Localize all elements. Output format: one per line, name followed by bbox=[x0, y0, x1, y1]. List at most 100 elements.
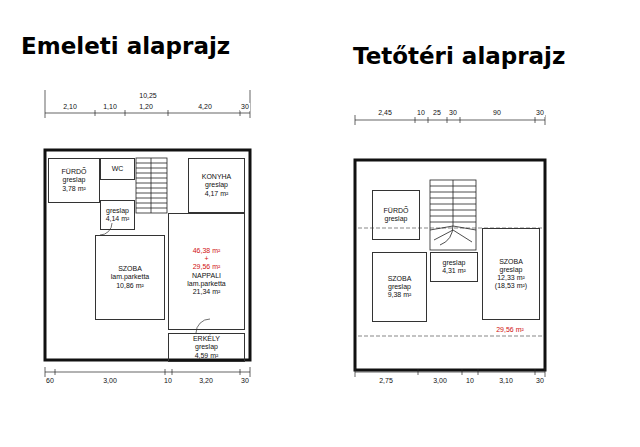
room-text-group: SZOBAlam.parketta10,86 m² bbox=[111, 265, 150, 289]
dimension-label: 2,10 bbox=[62, 103, 78, 111]
room-text-group: SZOBAgreslap12,33 m²(18,53 m²) bbox=[495, 258, 527, 290]
room-box: greslap4,31 m² bbox=[430, 252, 478, 282]
room-box: ERKÉLYgreslap4,59 m² bbox=[168, 333, 245, 362]
room-text-group: FÜRDŐgreslap bbox=[384, 207, 409, 223]
room-text-group: greslap4,14 m² bbox=[106, 207, 130, 223]
plan-heading: Emeleti alaprajz bbox=[20, 34, 231, 59]
dimension-label: 1,10 bbox=[102, 103, 118, 111]
dimension-label: 3,00 bbox=[432, 377, 448, 385]
dimension-label: 30 bbox=[535, 377, 545, 385]
dimension-tick bbox=[355, 115, 356, 125]
room-text-group: WC bbox=[112, 165, 124, 173]
stair-steps bbox=[430, 186, 476, 242]
room-label: greslap bbox=[500, 266, 523, 274]
dimension-label: 30 bbox=[535, 109, 545, 117]
dimension-lines bbox=[45, 90, 545, 377]
room-label: 9,38 m² bbox=[388, 291, 412, 299]
wall-outline bbox=[45, 150, 545, 370]
room-label: greslap bbox=[385, 215, 408, 223]
room-label: greslap bbox=[195, 343, 218, 351]
outer-wall bbox=[355, 160, 545, 370]
room-text-group: KONYHAgreslap4,17 m² bbox=[202, 173, 232, 197]
room-label: 21,34 m² bbox=[193, 288, 221, 296]
stair-steps bbox=[136, 163, 167, 208]
dimension-tick bbox=[240, 369, 241, 375]
room-label: 10,86 m² bbox=[116, 282, 144, 290]
dimension-label: 10 bbox=[416, 109, 426, 117]
room-box: FÜRDŐgreslap bbox=[372, 190, 420, 240]
room-text-group: FÜRDŐgreslap3,78 m² bbox=[62, 168, 87, 192]
room-label: SZOBA bbox=[499, 258, 523, 266]
room-text-group: 46,38 m²+29,56 m²NAPPALIlam.parketta21,3… bbox=[187, 247, 226, 295]
roof-slope-lines bbox=[358, 228, 542, 336]
room-label: 3,78 m² bbox=[62, 185, 86, 193]
outer-wall bbox=[45, 150, 250, 360]
dimension-tick bbox=[172, 369, 173, 375]
room-label: 29,56 m² bbox=[193, 263, 221, 271]
dimension-tick bbox=[460, 117, 461, 123]
dimension-tick bbox=[535, 369, 536, 375]
room-label: FÜRDŐ bbox=[62, 168, 87, 176]
dimension-tick bbox=[95, 110, 96, 116]
dimension-label: 10,25 bbox=[138, 92, 158, 100]
door-swing bbox=[100, 223, 112, 235]
room-label: SZOBA bbox=[388, 275, 412, 283]
room-box: FÜRDŐgreslap3,78 m² bbox=[48, 158, 100, 203]
room-box: WC bbox=[100, 158, 135, 180]
area-summary: 29,56 m² bbox=[495, 326, 525, 334]
room-label: greslap bbox=[205, 181, 228, 189]
dimension-tick bbox=[165, 369, 166, 375]
dimension-label: 30 bbox=[448, 109, 458, 117]
room-label: 4,17 m² bbox=[205, 190, 229, 198]
room-label: SZOBA bbox=[118, 265, 142, 273]
room-label: greslap bbox=[63, 176, 86, 184]
dimension-line bbox=[355, 372, 545, 373]
room-box: KONYHAgreslap4,17 m² bbox=[188, 158, 245, 213]
dimension-tick bbox=[545, 367, 546, 377]
stair-outline bbox=[430, 180, 476, 250]
dimension-tick bbox=[447, 117, 448, 123]
dimension-tick bbox=[250, 367, 251, 377]
dimension-label: 2,45 bbox=[377, 109, 393, 117]
room-label: WC bbox=[112, 165, 124, 173]
stair-divider bbox=[151, 158, 152, 213]
staircase-symbol bbox=[136, 158, 476, 250]
room-label: 4,31 m² bbox=[442, 267, 466, 275]
room-box: SZOBAgreslap9,38 m² bbox=[372, 252, 427, 322]
dimension-tick bbox=[462, 369, 463, 375]
dimension-line bbox=[45, 372, 250, 373]
dimension-tick bbox=[168, 110, 169, 116]
dimension-label: 3,20 bbox=[198, 377, 214, 385]
room-label: greslap bbox=[388, 283, 411, 291]
dimension-label: 25 bbox=[432, 109, 442, 117]
dimension-label: 1,20 bbox=[138, 103, 154, 111]
room-label: greslap bbox=[443, 259, 466, 267]
dimension-label: 30 bbox=[240, 377, 250, 385]
room-label: (18,53 m²) bbox=[495, 282, 527, 290]
stair-outline bbox=[136, 158, 167, 213]
room-label: 4,59 m² bbox=[195, 352, 219, 360]
room-box: SZOBAgreslap12,33 m²(18,53 m²) bbox=[482, 228, 540, 320]
dimension-label: 2,75 bbox=[378, 377, 394, 385]
dimension-label: 10 bbox=[163, 377, 173, 385]
dimension-label: 30 bbox=[240, 103, 250, 111]
dimension-tick bbox=[535, 117, 536, 123]
room-text-group: SZOBAgreslap9,38 m² bbox=[388, 275, 412, 299]
room-label: + bbox=[204, 255, 208, 263]
dimension-tick bbox=[55, 369, 56, 375]
dimension-tick bbox=[355, 367, 356, 377]
room-text-group: ERKÉLYgreslap4,59 m² bbox=[193, 335, 220, 359]
dimension-label: 60 bbox=[45, 377, 55, 385]
room-label: lam.parketta bbox=[111, 273, 150, 281]
plan-heading: Tetőtéri alaprajz bbox=[352, 44, 566, 69]
room-box: greslap4,14 m² bbox=[100, 200, 135, 230]
dimension-tick bbox=[478, 369, 479, 375]
dimension-label: 90 bbox=[492, 109, 502, 117]
room-box: 46,38 m²+29,56 m²NAPPALIlam.parketta21,3… bbox=[168, 213, 245, 330]
room-label: 4,14 m² bbox=[106, 215, 130, 223]
stair-divider bbox=[440, 180, 453, 245]
dimension-label: 3,10 bbox=[498, 377, 514, 385]
dimension-tick bbox=[125, 110, 126, 116]
room-label: 46,38 m² bbox=[193, 247, 221, 255]
dimension-line bbox=[45, 113, 250, 114]
